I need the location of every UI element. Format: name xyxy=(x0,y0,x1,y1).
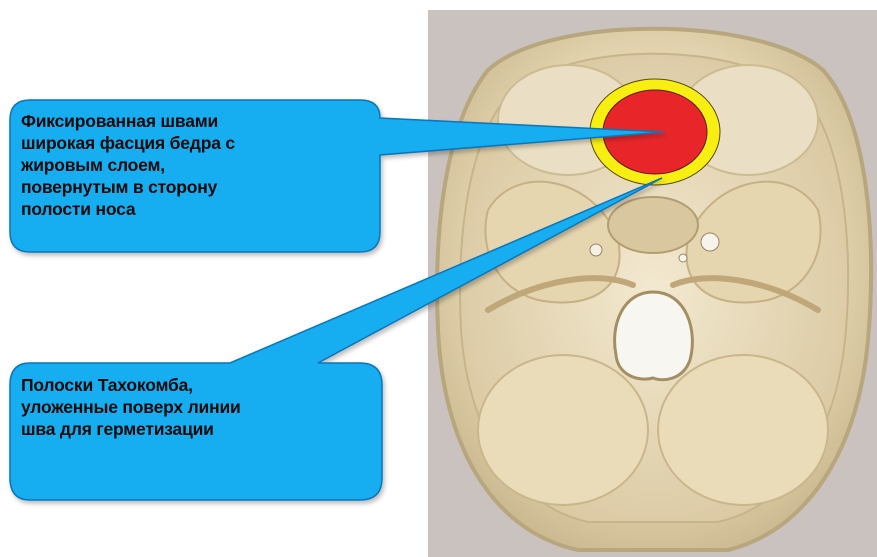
callout-tachocomb-label: Полоски Тахокомба, уложенные поверх лини… xyxy=(21,374,381,440)
callout-fascia-label: Фиксированная швами широкая фасция бедра… xyxy=(21,110,351,220)
